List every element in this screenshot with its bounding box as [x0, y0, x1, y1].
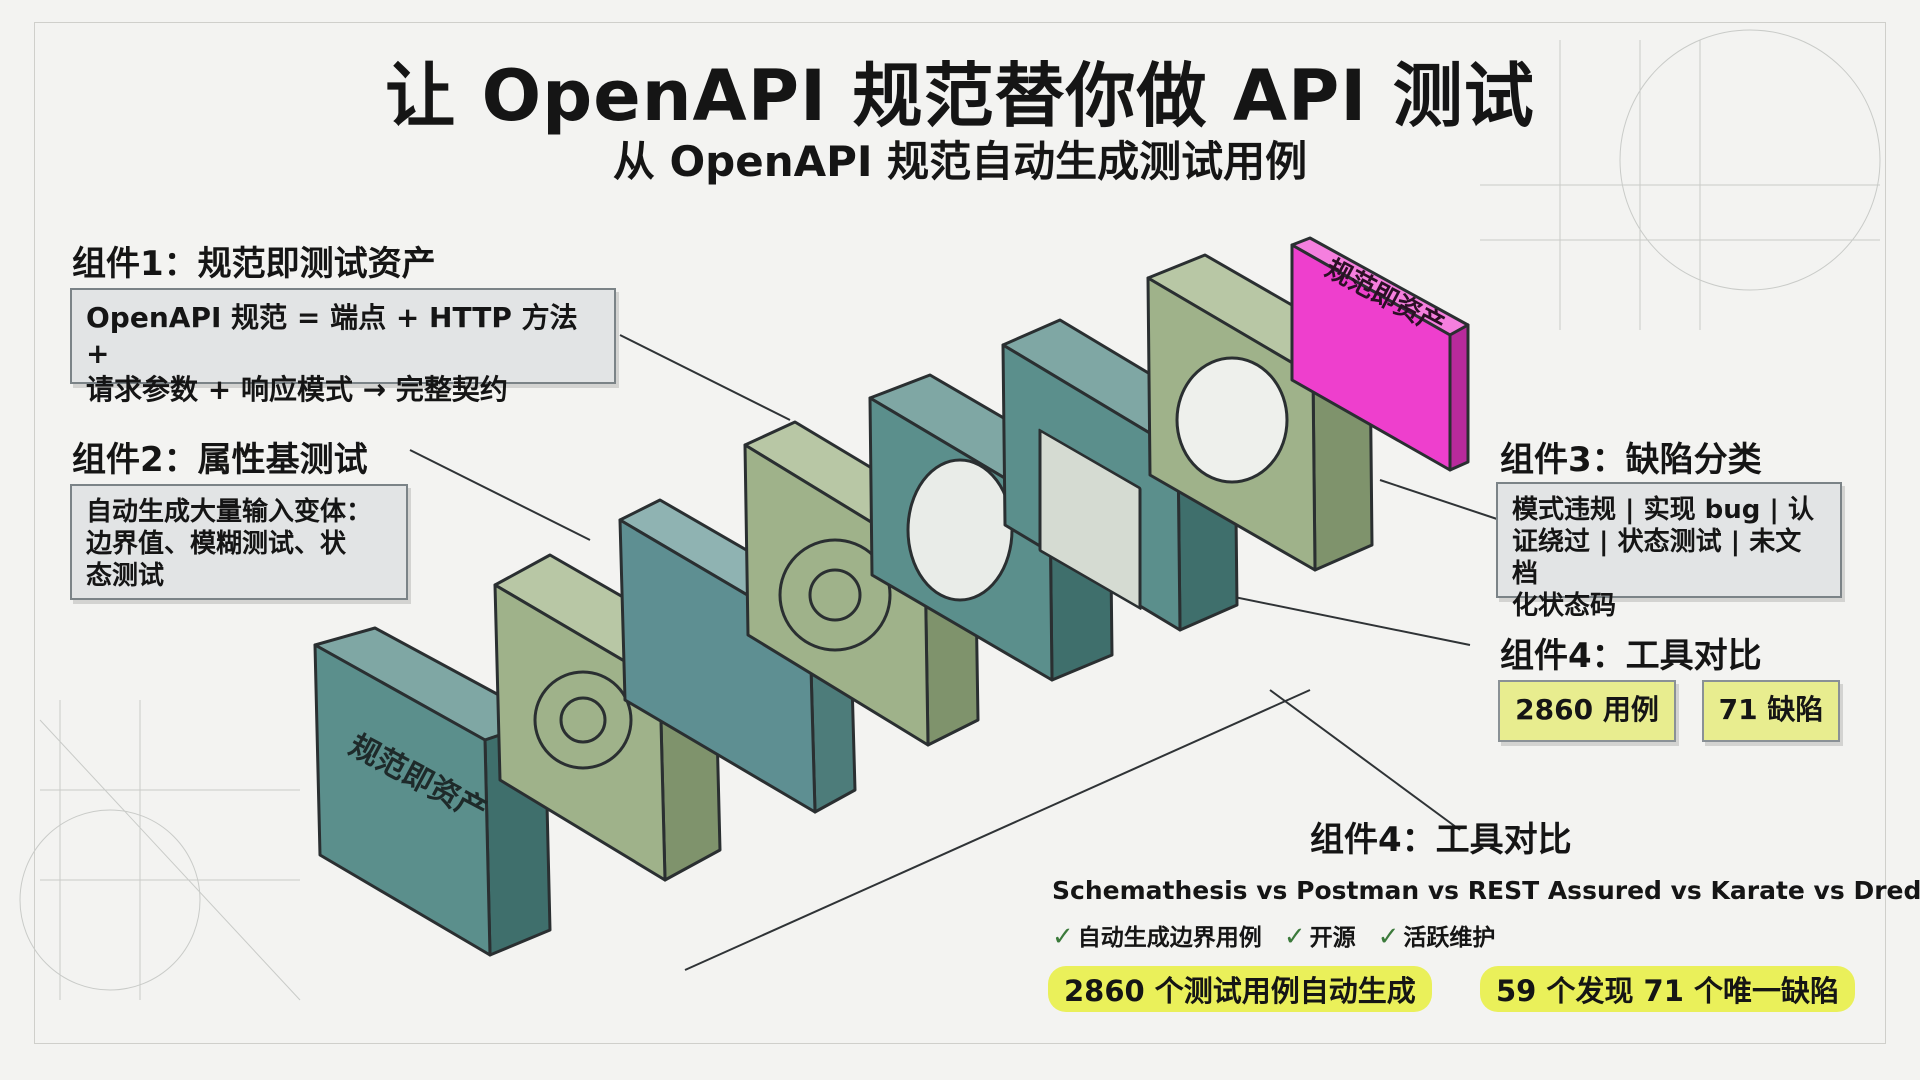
component3-line: 化状态码 — [1512, 591, 1617, 621]
component2-line: 边界值、模糊测试、状 — [86, 529, 347, 559]
slab-back-magenta — [1290, 236, 1470, 472]
component1-box: OpenAPI 规范 = 端点 + HTTP 方法 + 请求参数 + 响应模式 … — [70, 288, 616, 406]
component4-heading: 组件4：工具对比 — [1500, 636, 1762, 676]
page-subtitle: 从 OpenAPI 规范自动生成测试用例 — [612, 137, 1308, 186]
component1-heading: 组件1：规范即测试资产 — [72, 244, 436, 284]
page-frame — [34, 22, 1886, 1044]
component1-line: OpenAPI 规范 = 端点 + HTTP 方法 + — [86, 301, 578, 370]
tool-comparison-line: Schemathesis vs Postman vs REST Assured … — [1052, 876, 1920, 905]
component3-line: 模式违规 | 实现 bug | 认 — [1512, 495, 1814, 525]
highlight-generated-cases: 2860 个测试用例自动生成 — [1048, 966, 1432, 1012]
feature-label: 开源 — [1309, 925, 1356, 951]
component2-heading: 组件2：属性基测试 — [72, 440, 368, 480]
checkmark-icon: ✓ — [1377, 922, 1400, 952]
component3-box: 模式违规 | 实现 bug | 认 证绕过 | 状态测试 | 未文档 化状态码 — [1496, 482, 1842, 621]
feature-item: ✓开源 — [1283, 922, 1356, 952]
feature-label: 活跃维护 — [1403, 925, 1496, 951]
stat-test-cases: 2860 用例 — [1498, 680, 1676, 742]
component1-line: 请求参数 + 响应模式 → 完整契约 — [86, 373, 508, 406]
checkmark-icon: ✓ — [1052, 922, 1074, 952]
component4-bottom-heading: 组件4：工具对比 — [1310, 820, 1572, 860]
feature-item: ✓自动生成边界用例 — [1052, 922, 1262, 952]
feature-checklist: ✓自动生成边界用例 ✓开源 ✓活跃维护 — [1052, 918, 1509, 952]
component3-heading: 组件3：缺陷分类 — [1500, 440, 1762, 480]
feature-item: ✓活跃维护 — [1377, 922, 1496, 952]
component3-line: 证绕过 | 状态测试 | 未文档 — [1512, 527, 1802, 589]
checkmark-icon: ✓ — [1283, 922, 1306, 952]
feature-label: 自动生成边界用例 — [1077, 925, 1262, 951]
stat-defects: 71 缺陷 — [1702, 680, 1840, 742]
component2-line: 自动生成大量输入变体： — [86, 497, 373, 527]
component2-line: 态测试 — [86, 561, 165, 591]
highlight-found-defects: 59 个发现 71 个唯一缺陷 — [1480, 966, 1856, 1012]
page-title: 让 OpenAPI 规范替你做 API 测试 — [385, 55, 1535, 137]
component2-box: 自动生成大量输入变体： 边界值、模糊测试、状 态测试 — [70, 484, 408, 600]
